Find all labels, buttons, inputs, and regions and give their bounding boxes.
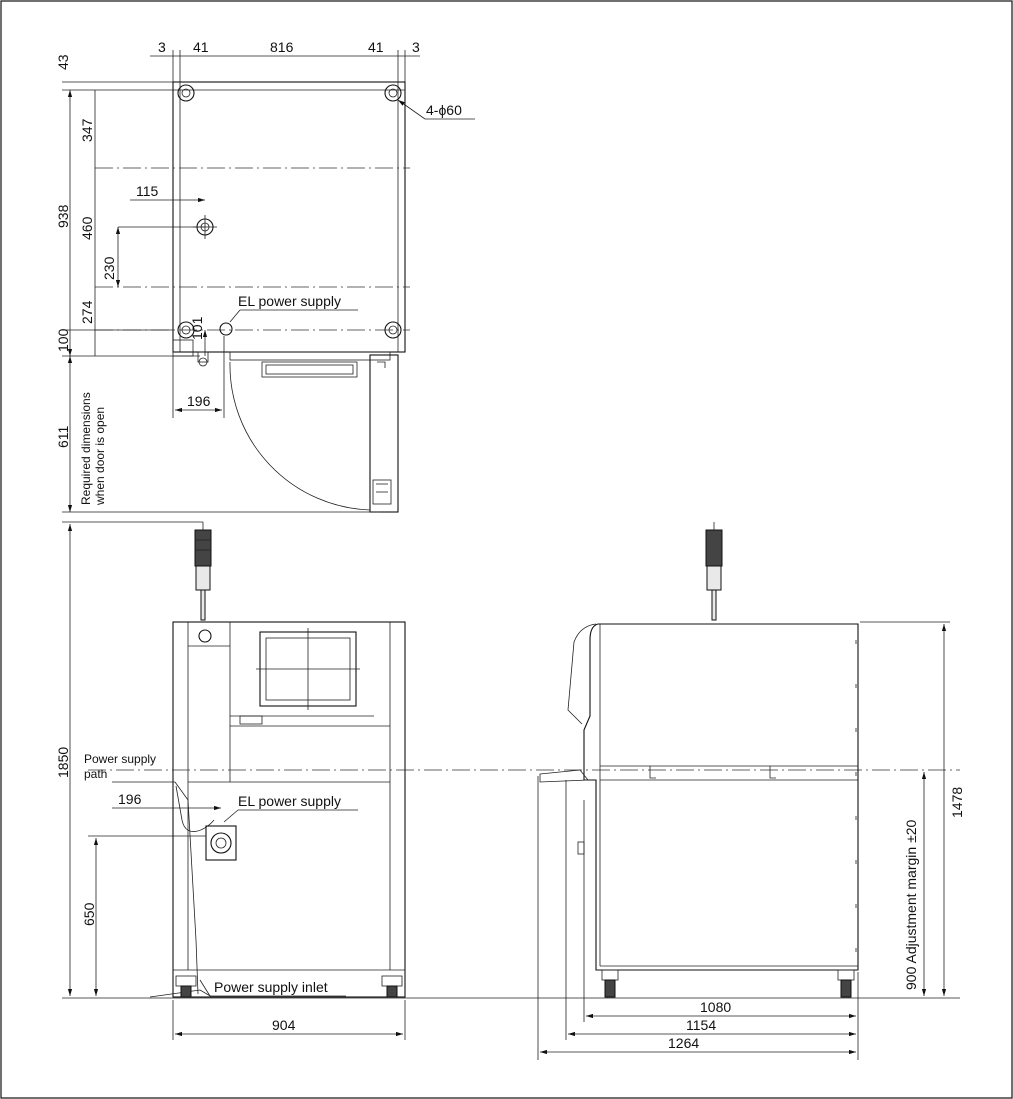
plan-dim-41-left: 41 <box>193 39 209 55</box>
signal-tower-icon <box>194 522 212 621</box>
plan-dim-938: 938 <box>55 204 71 228</box>
power-supply-path-label-1: Power supply <box>84 752 156 766</box>
plan-el-power-supply-label: EL power supply <box>238 293 341 309</box>
emergency-stop-icon <box>198 629 212 643</box>
side-adjustment-label: 900 Adjustment margin ±20 <box>903 819 919 990</box>
power-supply-path-line <box>175 785 215 995</box>
front-dim-904: 904 <box>272 1017 296 1033</box>
plan-dim-230: 230 <box>101 256 117 280</box>
side-dim-1264: 1264 <box>668 1035 699 1051</box>
plan-dim-3-left: 3 <box>158 39 166 55</box>
side-dim-1478: 1478 <box>949 787 965 818</box>
plan-dim-460: 460 <box>79 216 95 240</box>
side-dim-1154: 1154 <box>686 1017 716 1033</box>
plan-dim-101: 101 <box>189 316 205 340</box>
power-supply-path-label-2: path <box>84 767 107 781</box>
el-power-supply-outlet-icon <box>205 825 237 861</box>
foot-hole-icon <box>177 84 402 339</box>
plan-view: 3 41 816 41 3 4-ϕ60 43 347 938 460 230 2… <box>55 39 475 513</box>
front-dim-650: 650 <box>81 902 97 926</box>
door-note-line-2: when door is open <box>93 407 107 506</box>
plan-dim-3-right: 3 <box>412 39 420 55</box>
door-note-line-1: Required dimensions <box>79 392 93 505</box>
front-dim-1850: 1850 <box>55 747 71 778</box>
plan-dim-43: 43 <box>55 54 71 70</box>
plan-dim-274: 274 <box>79 300 95 324</box>
monitor-icon <box>256 628 360 710</box>
front-el-power-supply-label: EL power supply <box>238 793 341 809</box>
plan-dim-347: 347 <box>79 118 95 142</box>
el-power-supply-hole-icon <box>219 322 233 336</box>
plan-dim-100: 100 <box>55 328 71 352</box>
side-dim-1080: 1080 <box>700 999 731 1015</box>
side-signal-tower-icon <box>705 522 723 621</box>
power-supply-inlet-label: Power supply inlet <box>214 979 328 995</box>
front-dim-196: 196 <box>118 791 142 807</box>
plan-dim-115: 115 <box>136 183 159 199</box>
plan-dim-816: 816 <box>270 39 294 55</box>
side-view: 1478 900 Adjustment margin ±20 1080 1154… <box>537 522 965 1060</box>
plan-dim-41-right: 41 <box>368 39 384 55</box>
plan-dim-611: 611 <box>55 425 71 448</box>
plan-dim-196: 196 <box>187 393 211 409</box>
front-view: 1850 650 196 Power supply path EL power … <box>55 521 960 1040</box>
hole-callout-label: 4-ϕ60 <box>426 102 462 118</box>
